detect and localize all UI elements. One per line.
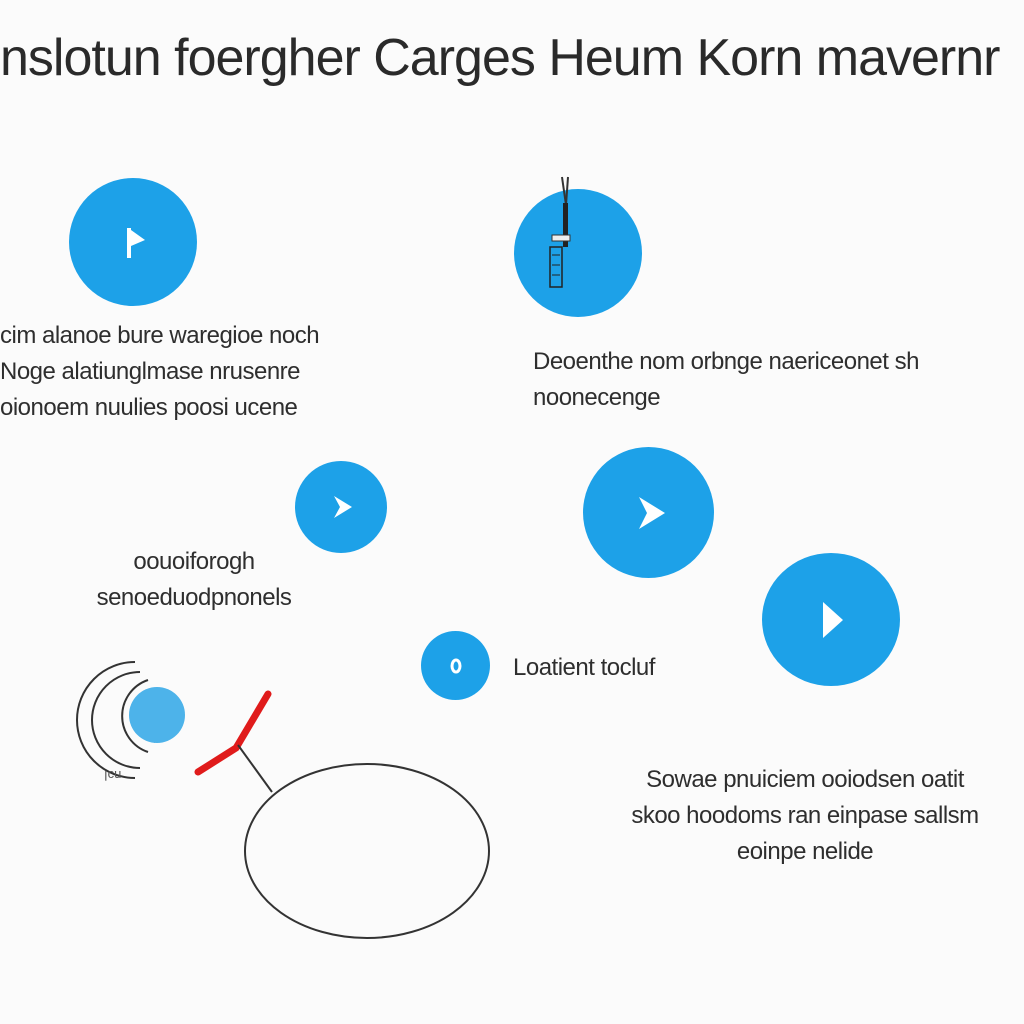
node-probe-text: Deoenthe nom orbnge naericeonet sh noone… (533, 344, 919, 416)
node-play-line: senoeduodpnonels (96, 584, 292, 611)
node-dot-text: Loatient tocluf (513, 650, 655, 686)
node-probe-line: Deoenthe nom orbnge naericeonet sh (533, 348, 919, 375)
node-dot-line: Loatient tocluf (513, 654, 655, 681)
outline-ellipse (244, 763, 490, 939)
play-icon (823, 601, 843, 638)
red-marker (194, 690, 272, 776)
play-icon (334, 496, 352, 518)
sensor-dot (129, 687, 185, 743)
node-probe-line: noonecenge (533, 384, 661, 411)
flag-icon (127, 228, 145, 258)
dot-icon (450, 658, 461, 673)
node-flag-circle (69, 178, 197, 306)
footer-note-line: Sowae pnuiciem ooiodsen oatit (646, 766, 964, 793)
node-play-line: oouoiforogh (133, 548, 255, 575)
node-play-circle-large (583, 447, 714, 578)
node-dot-circle (421, 631, 490, 700)
signal-caption: ꞁcu (104, 766, 122, 781)
node-play-circle-small (295, 461, 387, 553)
footer-note-line: skoo hoodoms ran einpase sallsm (631, 802, 979, 829)
probe-icon (549, 176, 571, 288)
footer-note-line: eoinpe nelide (736, 838, 874, 865)
footer-note: Sowae pnuiciem ooiodsen oatit skoo hoodo… (600, 762, 1010, 870)
node-play-circle-right (762, 553, 900, 686)
node-play-text: oouoiforogh senoeduodpnonels (80, 544, 308, 616)
node-flag-line: Noge alatiunglmase nrusenre (0, 358, 301, 385)
node-flag-line: oionoem nuulies poosi ucene (0, 394, 298, 421)
node-probe-circle (514, 176, 642, 317)
connector-line (237, 744, 273, 793)
page-title: nslotun foergher Carges Heum Korn mavern… (0, 29, 1000, 87)
node-flag-line: cim alanoe bure waregioe noch (0, 322, 320, 349)
node-flag-text: cim alanoe bure waregioe noch Noge alati… (0, 318, 320, 426)
play-icon (638, 496, 665, 529)
